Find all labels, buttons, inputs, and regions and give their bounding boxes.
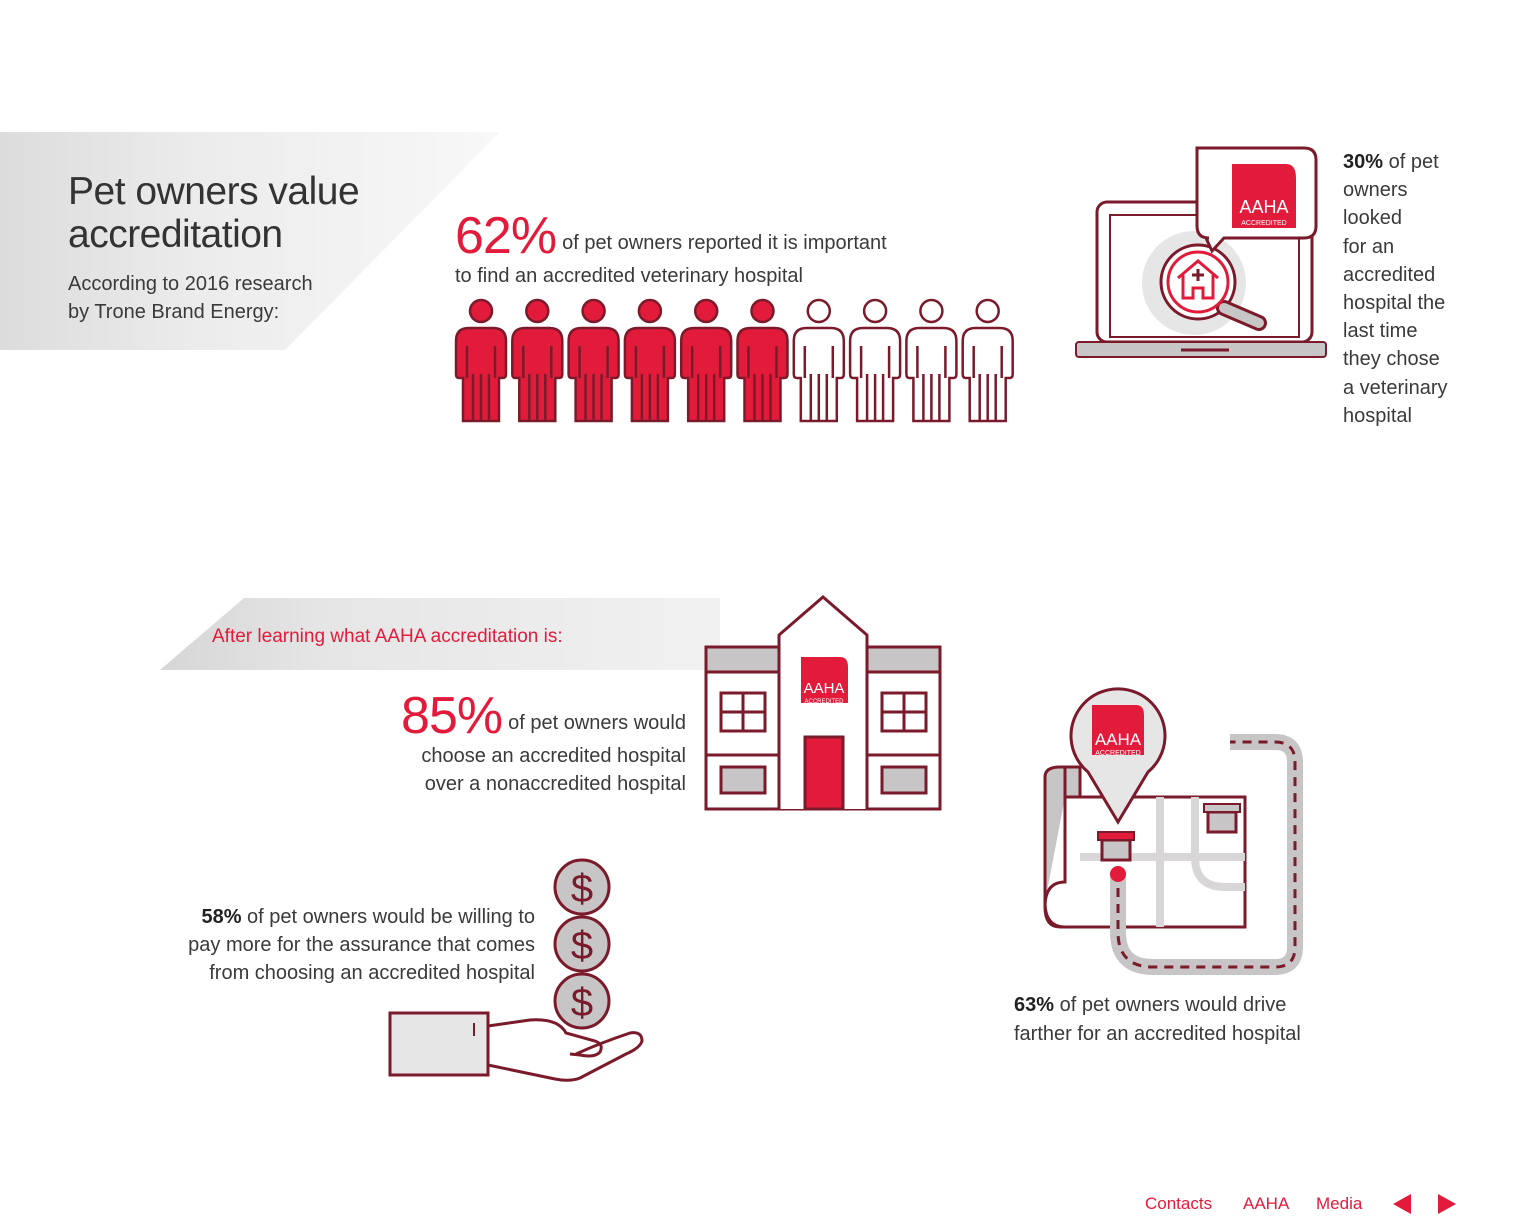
stat-62: 62%of pet owners reported it is importan… <box>455 210 887 290</box>
stat-62-percent: 62% <box>455 207 557 265</box>
stat-30-line: a veterinary <box>1343 376 1448 399</box>
intro-line-2: by Trone Brand Energy: <box>68 301 280 323</box>
stat-85: 85%of pet owners would choose an accredi… <box>380 690 686 798</box>
stat-63-percent: 63% <box>1014 994 1055 1016</box>
stat-30-line: last time <box>1343 320 1418 343</box>
stat-30-line: owners <box>1343 179 1408 202</box>
badge-subtext: ACCREDITED <box>1241 220 1287 227</box>
stat-30-text-1: of pet <box>1383 151 1439 173</box>
stat-30-line: hospital the <box>1343 292 1446 315</box>
footer-link-media[interactable]: Media <box>1316 1194 1363 1213</box>
person-figure-empty <box>848 298 902 423</box>
footer-link-contacts[interactable]: Contacts <box>1145 1194 1213 1213</box>
stat-62-text-2: to find an accredited veterinary hospita… <box>455 265 803 287</box>
hospital-building-icon: AAHA ACCREDITED <box>704 595 942 811</box>
page-title: Pet owners value accreditation <box>68 170 360 256</box>
person-figure-empty <box>961 298 1014 423</box>
stat-85-text-2: choose an accredited hospital <box>421 745 686 767</box>
stat-58-text-2: pay more for the assurance that comes <box>188 934 535 956</box>
stat-63-text-1: of pet owners would drive <box>1054 994 1287 1016</box>
building-badge-text: AAHA <box>804 680 845 697</box>
stat-30-line: they chose <box>1343 348 1440 371</box>
person-figure-filled <box>567 298 620 423</box>
person-figure-filled <box>454 298 508 423</box>
intro-line-1: According to 2016 research <box>68 273 313 295</box>
title-line-2: accreditation <box>68 213 283 256</box>
stat-63-text-2: farther for an accredited hospital <box>1014 1023 1301 1045</box>
people-figures <box>454 298 1014 423</box>
stat-85-percent: 85% <box>401 687 503 745</box>
next-page-arrow-icon[interactable] <box>1437 1193 1457 1215</box>
stat-85-text-3: over a nonaccredited hospital <box>424 773 686 795</box>
person-figure-filled <box>511 298 564 423</box>
hand-coins-icon: $ $ $ <box>388 858 644 1082</box>
pin-badge-text: AAHA <box>1095 730 1142 749</box>
badge-text: AAHA <box>1239 197 1288 217</box>
map-pin-icon: AAHA ACCREDITED <box>1043 687 1303 975</box>
stat-30-line: hospital <box>1343 404 1412 427</box>
stat-58-percent: 58% <box>201 906 242 928</box>
stat-30-percent: 30% <box>1343 151 1384 173</box>
previous-page-arrow-icon[interactable] <box>1392 1193 1412 1215</box>
laptop-search-icon: AAHA ACCREDITED <box>1075 146 1327 358</box>
dollar-symbol-2: $ <box>571 924 593 968</box>
person-figure-filled <box>736 298 789 423</box>
intro-text: According to 2016 research by Trone Bran… <box>68 270 313 326</box>
stat-30-line: looked <box>1343 207 1402 230</box>
dollar-symbol-1: $ <box>571 867 593 911</box>
footer-link-aaha[interactable]: AAHA <box>1243 1194 1290 1213</box>
person-figure-empty <box>792 298 846 423</box>
after-learning-heading: After learning what AAHA accreditation i… <box>212 626 563 647</box>
stat-58-text-3: from choosing an accredited hospital <box>209 962 535 984</box>
building-badge-subtext: ACCREDITED <box>804 699 844 705</box>
stat-30: 30% of pet owners looked for an accredited h… <box>1343 148 1473 430</box>
stat-85-text-1: of pet owners would <box>508 712 686 734</box>
person-figure-filled <box>623 298 677 423</box>
stat-30-line: for an <box>1343 235 1395 258</box>
stat-63: 63% of pet owners would drive farther fo… <box>1014 991 1344 1049</box>
stat-62-text-1: of pet owners reported it is important <box>562 232 887 254</box>
stat-58-text-1: of pet owners would be willing to <box>241 906 535 928</box>
after-learning-banner <box>160 598 720 670</box>
person-figure-empty <box>905 298 958 423</box>
dollar-symbol-3: $ <box>571 981 593 1025</box>
stat-30-line: accredited <box>1343 263 1436 286</box>
person-figure-filled <box>679 298 733 423</box>
stat-58: 58% of pet owners would be willing to pa… <box>150 903 535 987</box>
pin-badge-subtext: ACCREDITED <box>1095 750 1141 757</box>
title-line-1: Pet owners value <box>68 170 360 213</box>
